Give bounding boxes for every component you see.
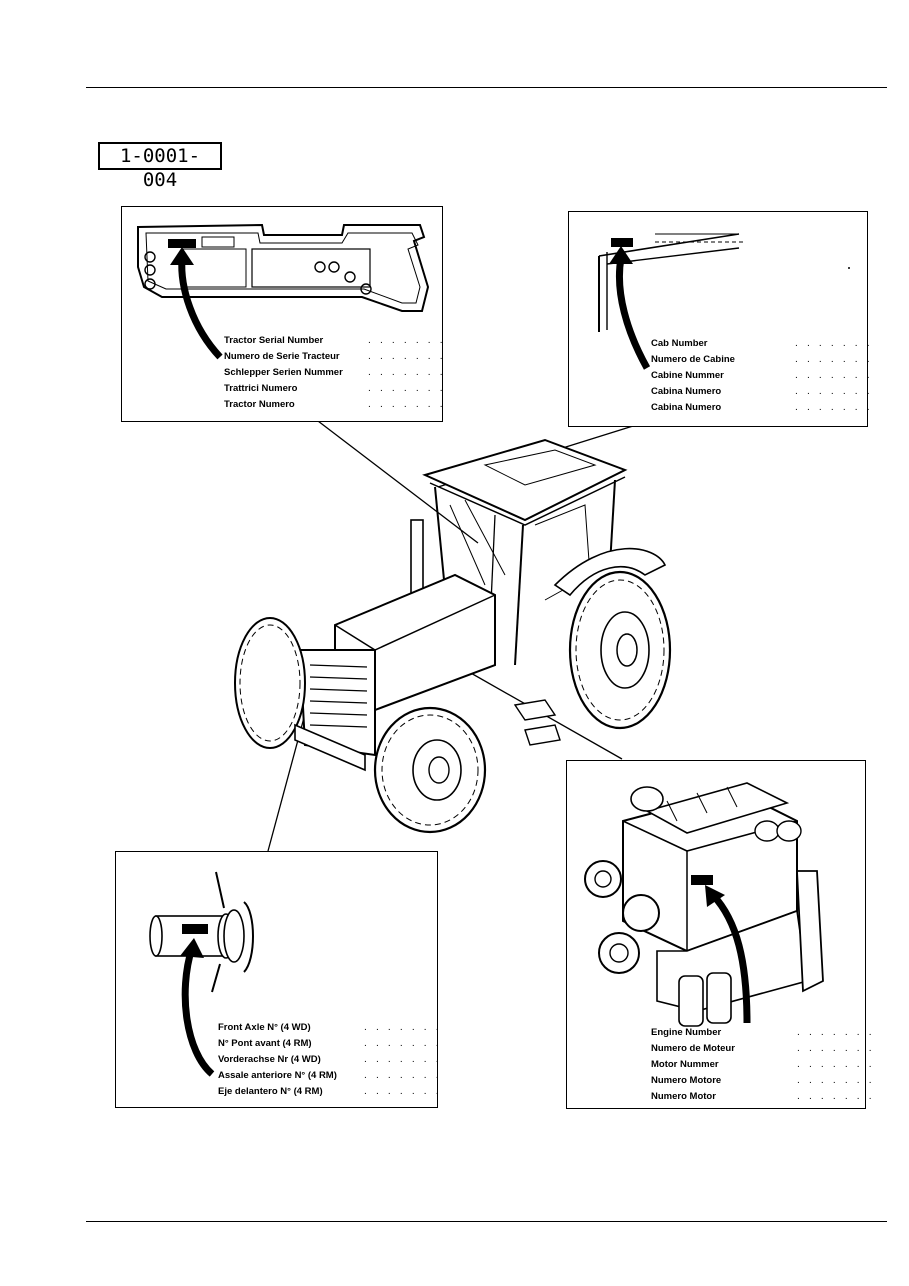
label-row: Numero de Moteur . . . . . . . xyxy=(651,1041,872,1057)
label-row: Cabina Numero . . . . . . . xyxy=(651,400,870,416)
label-text: Cabine Nummer xyxy=(651,370,724,381)
label-text: Motor Nummer xyxy=(651,1059,719,1070)
label-row: Cabina Numero . . . . . . . xyxy=(651,384,870,400)
label-text: Numero Motor xyxy=(651,1091,716,1102)
label-row: Engine Number . . . . . . . xyxy=(651,1025,872,1041)
cab-plate-marker xyxy=(611,238,633,247)
label-text: Schlepper Serien Nummer xyxy=(224,367,343,378)
label-fill: . . . . . . . xyxy=(368,367,446,378)
label-text: Trattrici Numero xyxy=(224,383,298,394)
label-fill: . . . . . . . xyxy=(795,386,873,397)
label-text: Assale anteriore N° (4 RM) xyxy=(218,1070,337,1081)
label-text: Eje delantero N° (4 RM) xyxy=(218,1086,323,1097)
serial-plate-marker xyxy=(168,239,196,248)
footer-rule xyxy=(86,1221,887,1222)
label-row: Cab Number . . . . . . . xyxy=(651,336,870,352)
front-axle-labels: Front Axle N° (4 WD) . . . . . . . N° Pon… xyxy=(218,1020,439,1100)
tractor-illustration xyxy=(234,438,672,834)
label-fill: . . . . . . . xyxy=(797,1059,875,1070)
label-fill: . . . . . . . xyxy=(797,1027,875,1038)
tractor-serial-labels: Tractor Serial Number . . . . . . . Numer… xyxy=(224,333,443,413)
label-fill: . . . . . . . xyxy=(364,1038,442,1049)
label-text: Tractor Serial Number xyxy=(224,335,324,346)
label-fill: . . . . . . . xyxy=(368,351,446,362)
label-fill: . . . . . . . xyxy=(364,1022,442,1033)
label-row: Vorderachse Nr (4 WD) . . . . . . . xyxy=(218,1052,439,1068)
label-fill: . . . . . . . xyxy=(797,1043,875,1054)
label-row: Numero Motore . . . . . . . xyxy=(651,1073,872,1089)
label-text: Cab Number xyxy=(651,338,708,349)
label-row: Tractor Serial Number . . . . . . . xyxy=(224,333,443,349)
label-fill: . . . . . . . xyxy=(795,354,873,365)
label-fill: . . . . . . . xyxy=(368,335,446,346)
label-row: Numero de Serie Tracteur . . . . . . . xyxy=(224,349,443,365)
label-row: Trattrici Numero . . . . . . . xyxy=(224,381,443,397)
label-fill: . . . . . . . xyxy=(364,1086,442,1097)
label-text: Numero de Serie Tracteur xyxy=(224,351,340,362)
label-fill: . . . . . . . xyxy=(797,1075,875,1086)
label-text: Front Axle N° (4 WD) xyxy=(218,1022,311,1033)
label-row: Eje delantero N° (4 RM) . . . . . . . xyxy=(218,1084,439,1100)
label-text: Cabina Numero xyxy=(651,386,722,397)
cab-number-labels: Cab Number . . . . . . . Numero de Cabine… xyxy=(651,336,870,416)
label-row: Numero Motor . . . . . . . xyxy=(651,1089,872,1105)
label-text: Cabina Numero xyxy=(651,402,722,413)
front-axle-illustration xyxy=(149,871,254,1077)
cab-number-panel: Cab Number . . . . . . . Numero de Cabine… xyxy=(568,211,870,427)
label-fill: . . . . . . . xyxy=(795,370,873,381)
label-row: Motor Nummer . . . . . . . xyxy=(651,1057,872,1073)
tractor-serial-panel: Tractor Serial Number . . . . . . . Numer… xyxy=(121,206,443,422)
label-row: Schlepper Serien Nummer . . . . . . . xyxy=(224,365,443,381)
label-fill: . . . . . . . xyxy=(368,399,446,410)
label-fill: . . . . . . . xyxy=(797,1091,875,1102)
label-text: Engine Number xyxy=(651,1027,722,1038)
document-code: 1-0001- 004 xyxy=(119,145,201,191)
engine-illustration xyxy=(584,782,824,1027)
label-fill: . . . . . . . xyxy=(795,338,873,349)
label-fill: . . . . . . . xyxy=(364,1054,442,1065)
label-row: N° Pont avant (4 RM) . . . . . . . xyxy=(218,1036,439,1052)
cab-corner-illustration xyxy=(598,233,850,370)
label-fill: . . . . . . . xyxy=(795,402,873,413)
label-fill: . . . . . . . xyxy=(364,1070,442,1081)
document-code-box: 1-0001- 004 xyxy=(98,142,222,191)
label-text: Vorderachse Nr (4 WD) xyxy=(218,1054,321,1065)
header-rule xyxy=(86,87,887,88)
label-text: N° Pont avant (4 RM) xyxy=(218,1038,312,1049)
label-text: Numero Motore xyxy=(651,1075,722,1086)
label-row: Numero de Cabine . . . . . . . xyxy=(651,352,870,368)
label-text: Numero de Cabine xyxy=(651,354,735,365)
front-axle-panel: Front Axle N° (4 WD) . . . . . . . N° Pon… xyxy=(115,851,439,1108)
label-text: Numero de Moteur xyxy=(651,1043,735,1054)
engine-plate-marker xyxy=(691,875,713,885)
tractor-frame-illustration xyxy=(137,223,430,360)
label-row: Assale anteriore N° (4 RM) . . . . . . . xyxy=(218,1068,439,1084)
label-row: Front Axle N° (4 WD) . . . . . . . xyxy=(218,1020,439,1036)
label-row: Tractor Numero . . . . . . . xyxy=(224,397,443,413)
engine-number-labels: Engine Number . . . . . . . Numero de Mot… xyxy=(651,1025,872,1105)
engine-number-panel: Engine Number . . . . . . . Numero de Mot… xyxy=(566,760,872,1109)
label-fill: . . . . . . . xyxy=(368,383,446,394)
label-text: Tractor Numero xyxy=(224,399,295,410)
axle-plate-marker xyxy=(182,924,208,934)
label-row: Cabine Nummer . . . . . . . xyxy=(651,368,870,384)
